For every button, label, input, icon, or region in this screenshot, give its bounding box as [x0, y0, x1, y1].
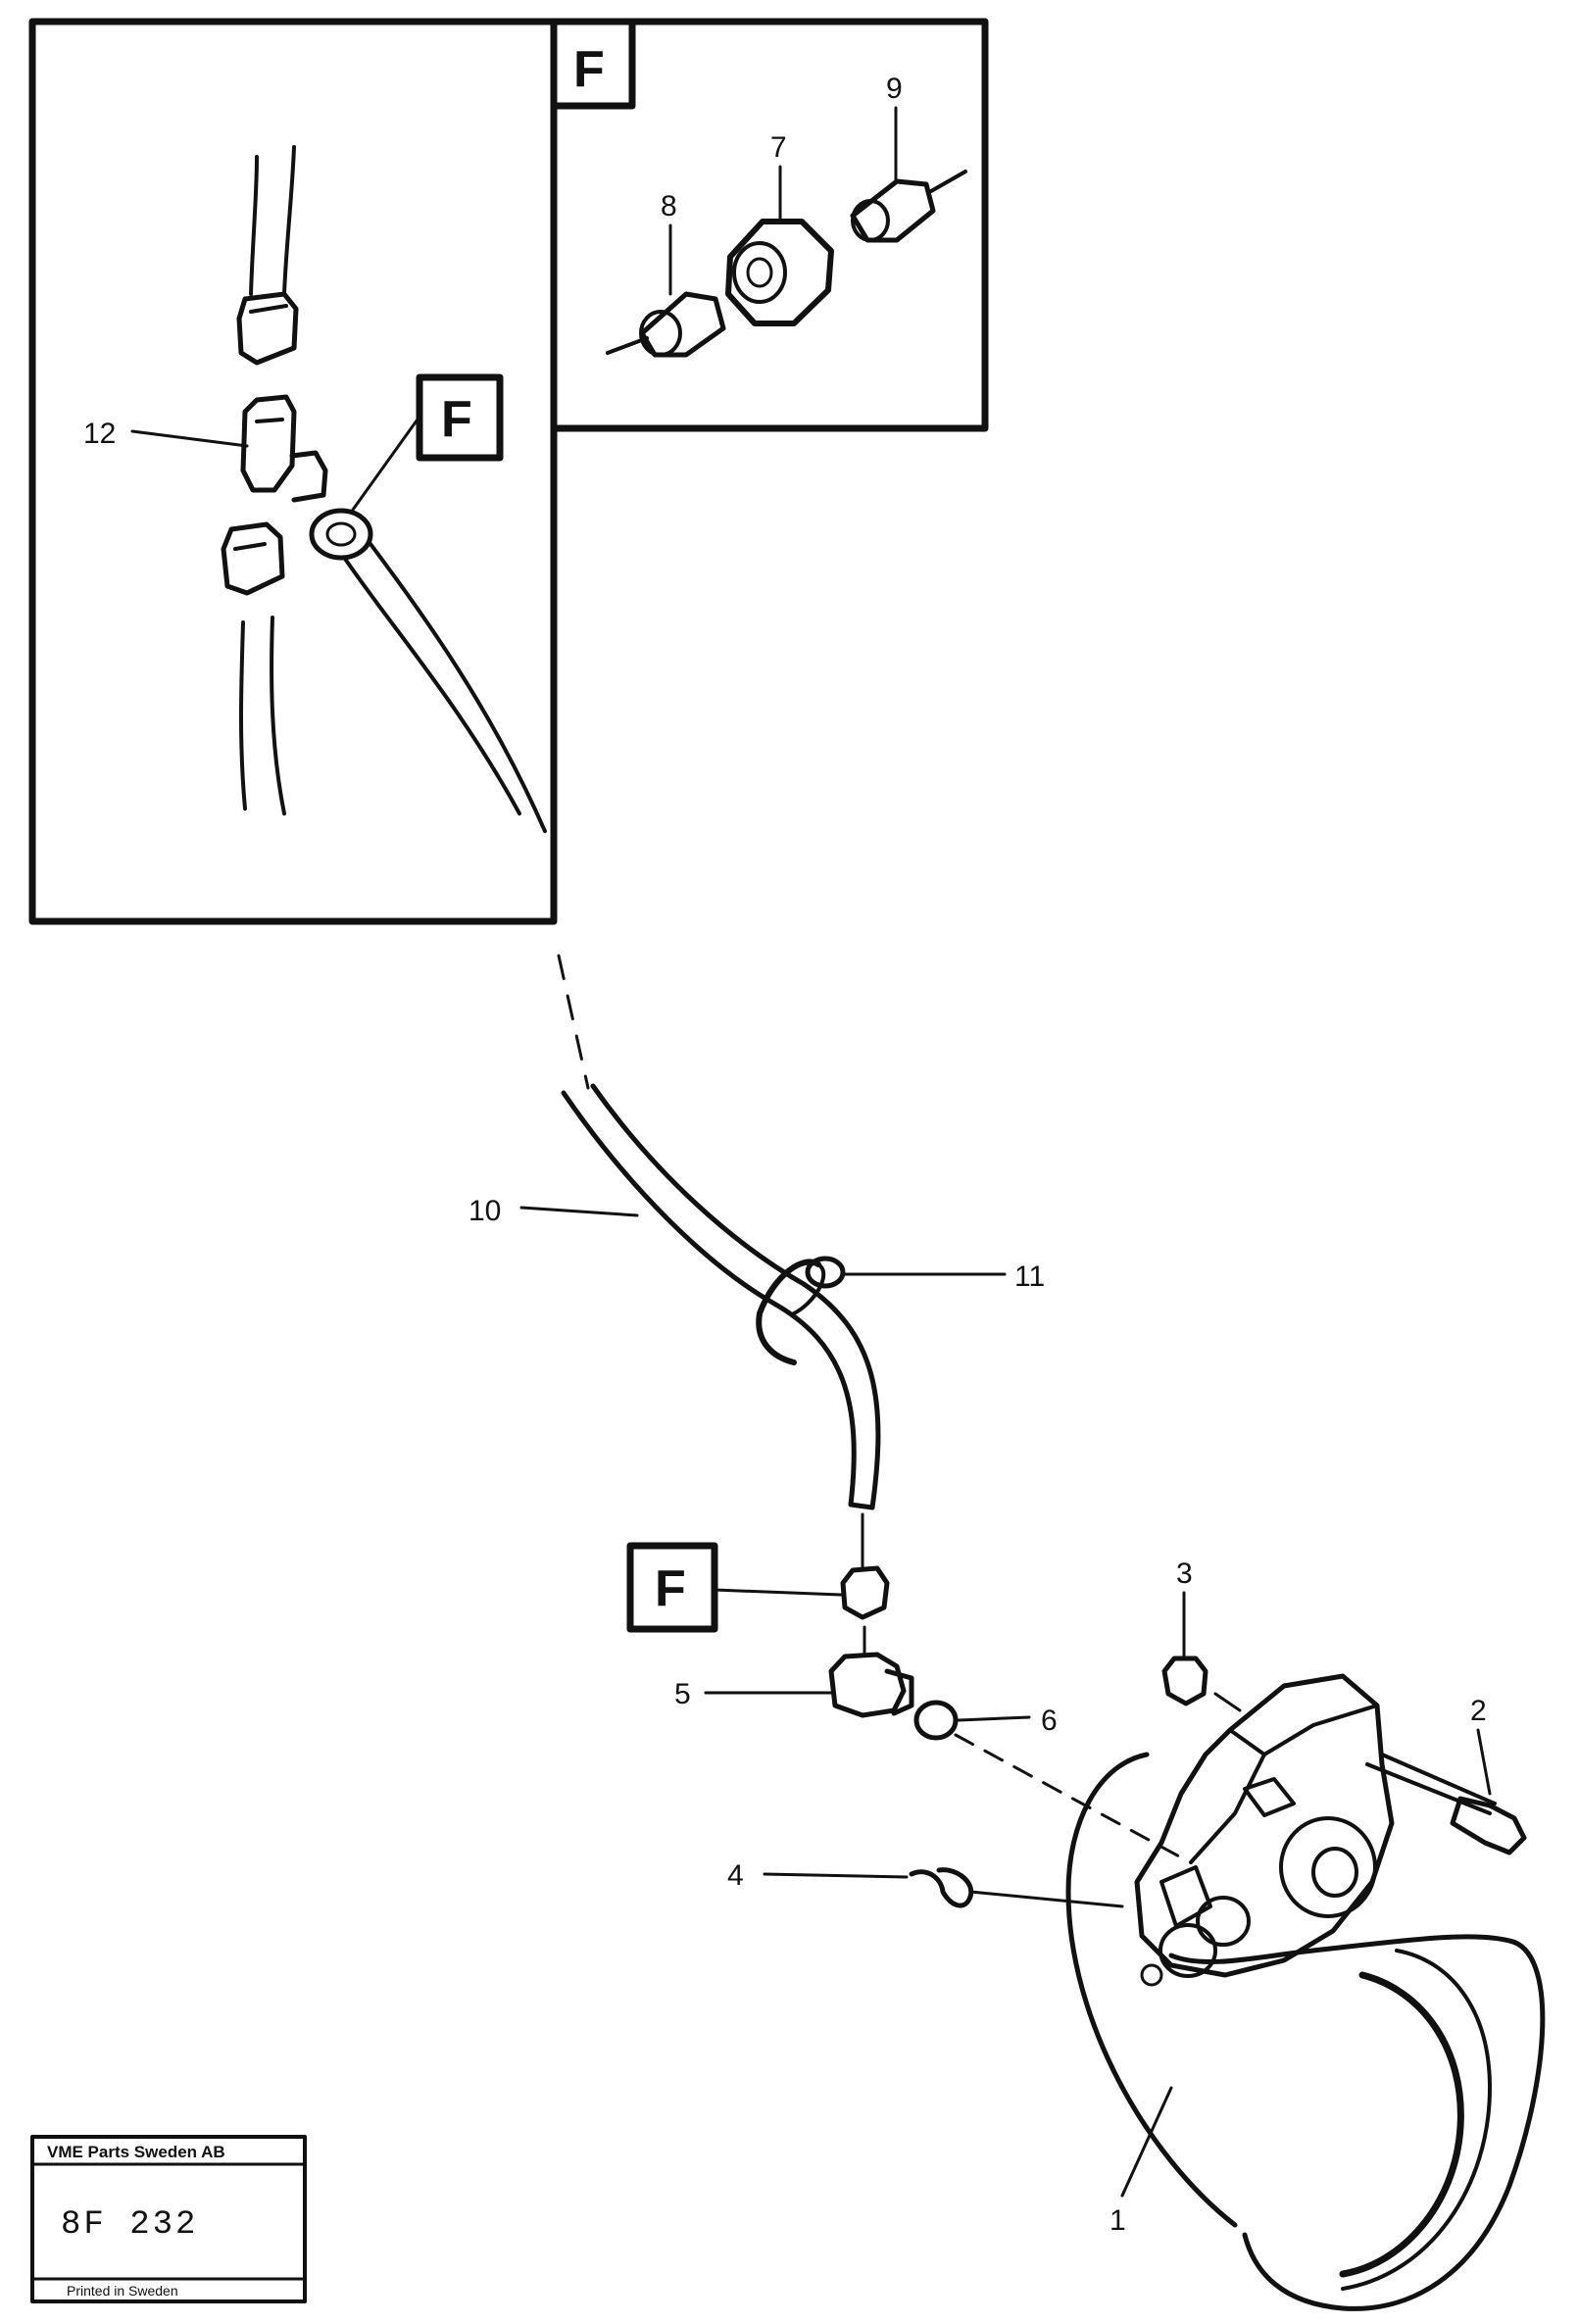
stamp-code: 8F 232 [61, 2206, 198, 2244]
item-label-5: 5 [674, 1678, 691, 1710]
f-marker-box-3 [626, 1542, 718, 1633]
item-label-6: 6 [1041, 1705, 1058, 1737]
item-label-8: 8 [661, 190, 677, 223]
f-marker-box-1 [550, 18, 636, 110]
stamp-printed: Printed in Sweden [67, 2283, 178, 2299]
elbow-fitting-assembly [704, 1512, 1183, 1859]
f-marker-letter-3: F [655, 1560, 686, 1617]
item-label-11: 11 [1014, 1261, 1045, 1293]
hose-assembly [519, 1083, 1007, 1510]
detail-frame-left [28, 18, 558, 925]
item-label-1: 1 [1110, 2204, 1126, 2237]
item-label-7: 7 [770, 131, 787, 164]
union-fitting-assembly [606, 106, 967, 358]
item-label-4: 4 [727, 1859, 744, 1892]
item-label-3: 3 [1176, 1558, 1193, 1590]
item-label-9: 9 [886, 73, 903, 105]
stamp-block [30, 2135, 307, 2303]
stamp-company: VME Parts Sweden AB [47, 2143, 225, 2161]
tee-connector-assembly [130, 145, 547, 833]
f-marker-letter-2: F [441, 391, 472, 448]
compressor-assembly [763, 1591, 1546, 2311]
item-label-10: 10 [468, 1195, 501, 1227]
detail-frame-right [550, 18, 989, 432]
f-marker-letter-1: F [573, 41, 605, 98]
item-label-2: 2 [1470, 1695, 1487, 1727]
continuation-dash [557, 954, 590, 1090]
item-label-12: 12 [83, 418, 116, 450]
